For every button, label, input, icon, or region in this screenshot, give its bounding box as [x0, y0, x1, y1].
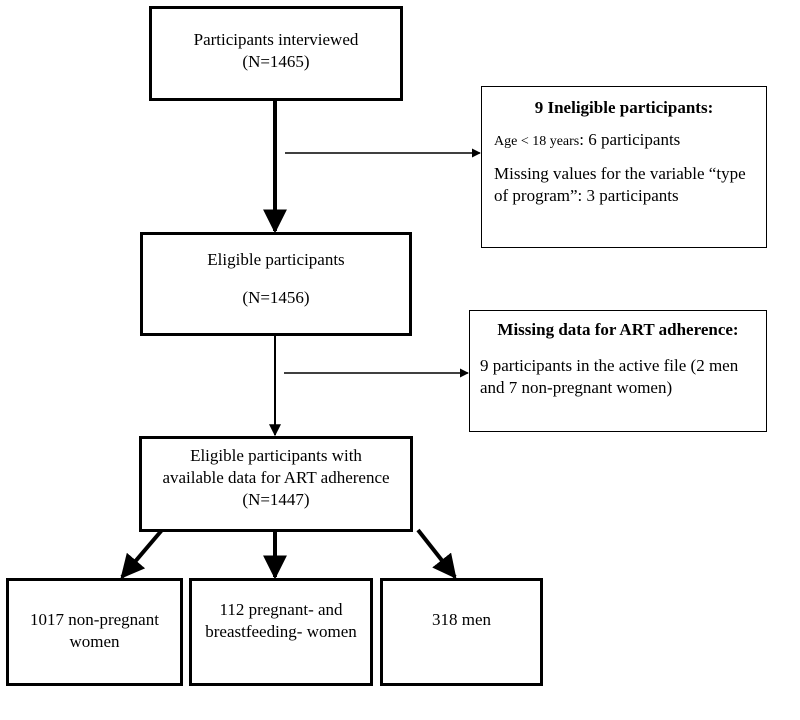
participants-interviewed-box: Participants interviewed (N=1465): [149, 6, 403, 101]
eligible-participants-label: Eligible participants: [207, 250, 345, 269]
pregnant-breastfeeding-box: 112 pregnant- and breastfeeding- women: [189, 578, 373, 686]
men-label: 318 men: [431, 610, 492, 629]
ineligible-age-line: Age < 18 years: 6 participants: [494, 129, 754, 153]
missing-art-box: Missing data for ART adherence: 9 partic…: [469, 310, 767, 432]
non-pregnant-women-label: 1017 non-pregnant women: [30, 610, 159, 651]
eligible-art-count: (N=1447): [242, 490, 310, 509]
eligible-art-line2: available data for ART adherence: [162, 468, 390, 487]
eligible-art-line1: Eligible participants with: [190, 446, 362, 465]
men-box: 318 men: [380, 578, 543, 686]
eligible-art-box: Eligible participants with available dat…: [139, 436, 413, 532]
missing-art-body: 9 participants in the active file (2 men…: [480, 356, 739, 397]
missing-art-title: Missing data for ART adherence:: [497, 320, 739, 339]
ineligible-title: 9 Ineligible participants:: [534, 98, 714, 117]
ineligible-age-suffix: : 6 participants: [579, 130, 681, 149]
ineligible-participants-box: 9 Ineligible participants: Age < 18 year…: [481, 86, 767, 248]
eligible-participants-box: Eligible participants (N=1456): [140, 232, 412, 336]
split-arrow-right: [416, 528, 457, 579]
eligible-participants-count: (N=1456): [242, 288, 310, 307]
split-arrow-left: [120, 528, 164, 579]
participants-interviewed-count: (N=1465): [242, 52, 310, 71]
ineligible-missing-type: Missing values for the variable “type of…: [494, 164, 746, 205]
pregnant-breastfeeding-label: 112 pregnant- and breastfeeding- women: [205, 600, 357, 641]
participants-interviewed-label: Participants interviewed: [193, 30, 359, 49]
non-pregnant-women-box: 1017 non-pregnant women: [6, 578, 183, 686]
ineligible-age-prefix: Age < 18 years: [494, 134, 580, 149]
